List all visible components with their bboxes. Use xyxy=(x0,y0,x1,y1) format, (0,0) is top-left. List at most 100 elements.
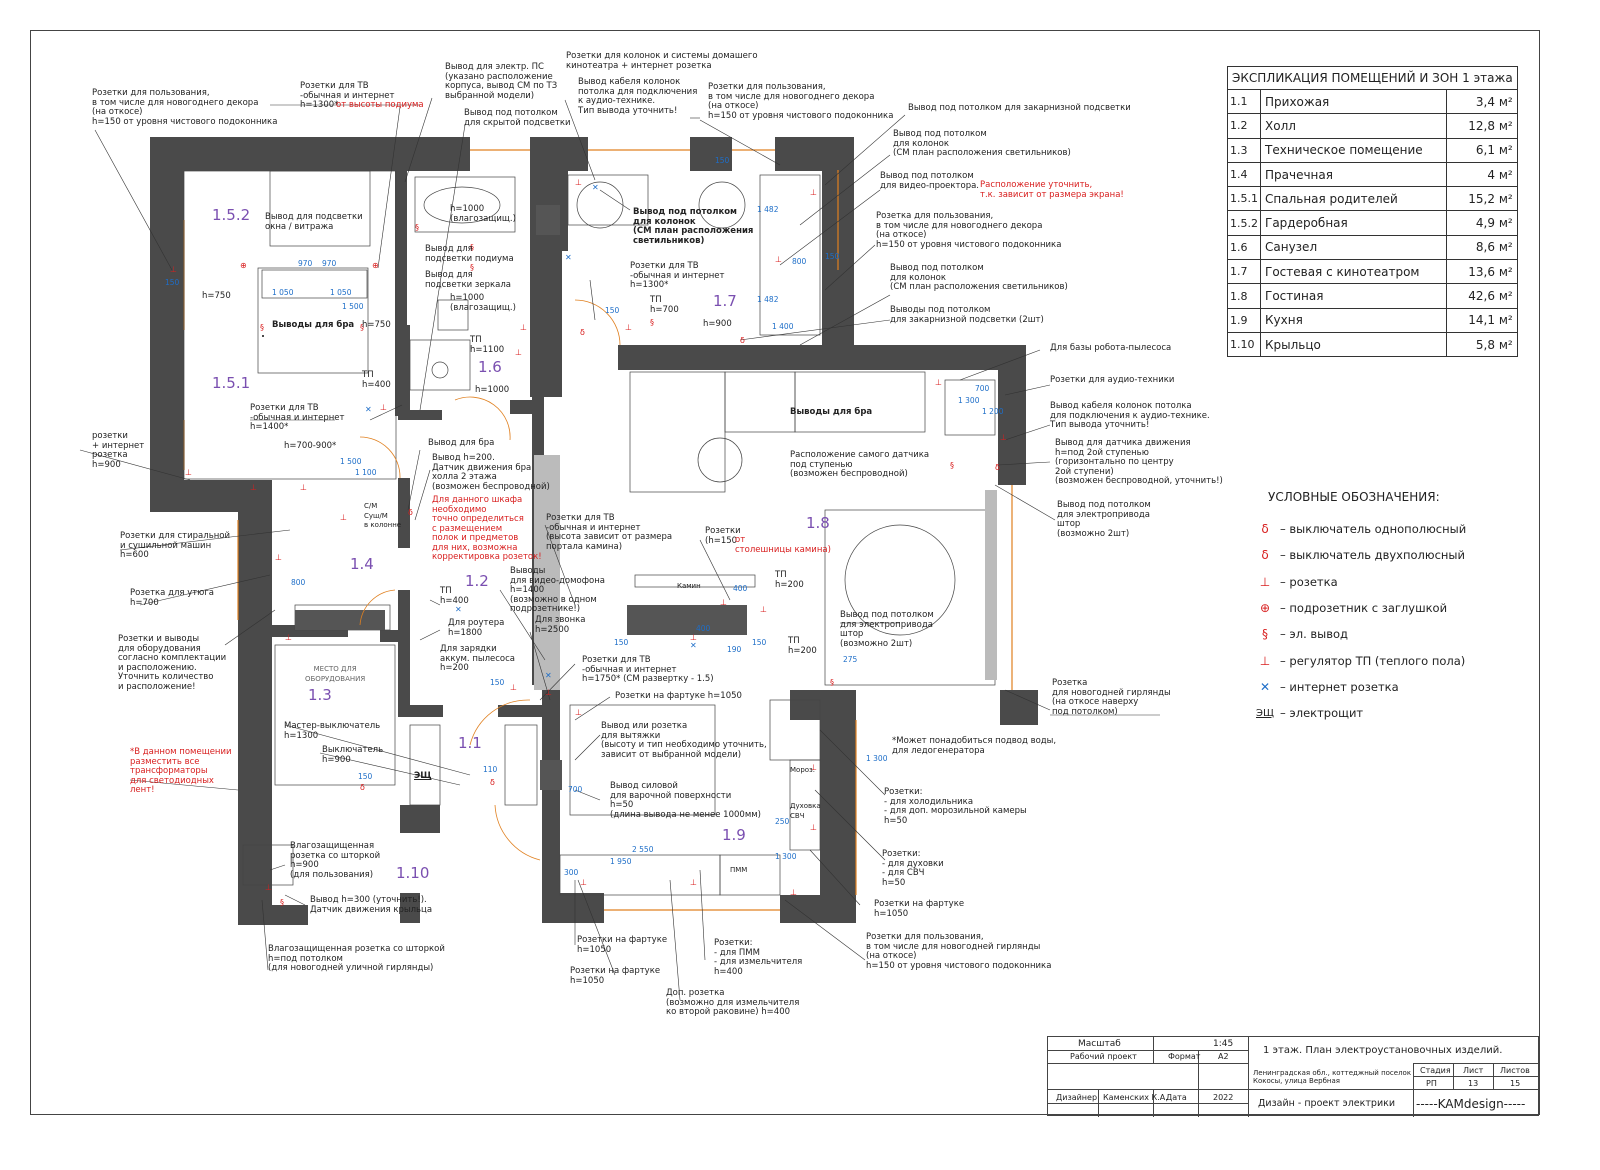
sconce-label: Выводы для бра xyxy=(272,320,355,330)
designer-name: Каменских К.А. xyxy=(1103,1093,1168,1102)
dimension: 2 550 xyxy=(632,845,654,854)
floor-heating-icon: ⊥ xyxy=(1259,653,1271,668)
explication-name: Санузел xyxy=(1260,234,1447,261)
annotation: Вывод для подсветки подиума xyxy=(425,244,514,264)
svg-text:§: § xyxy=(360,323,364,332)
explication-area: 15,2 м² xyxy=(1445,186,1518,212)
explication-num: 1.5.1 xyxy=(1227,186,1261,212)
explication-num: 1.9 xyxy=(1227,307,1261,333)
sheet-title: 1 этаж. План электроустановочных изделий… xyxy=(1263,1045,1503,1056)
year-value: 2022 xyxy=(1213,1093,1234,1102)
dimension: 1 300 xyxy=(866,754,888,763)
date-label: Дата xyxy=(1166,1093,1187,1102)
explication-name: Техническое помещение xyxy=(1260,137,1447,163)
explication-area: 5,8 м² xyxy=(1445,331,1518,358)
svg-text:δ: δ xyxy=(408,508,413,517)
svg-text:⊥: ⊥ xyxy=(515,348,522,357)
wardrobe-blocks xyxy=(295,205,747,790)
format-label: Формат xyxy=(1168,1052,1201,1061)
legend-label: – выключатель двухполюсный xyxy=(1280,548,1465,563)
dimension: 800 xyxy=(291,578,306,587)
svg-text:§: § xyxy=(280,898,284,907)
explication-name: Крыльцо xyxy=(1260,331,1447,358)
annotation: Розетка для новогодней гирлянды (на отко… xyxy=(1052,678,1171,717)
stage-label: Стадия xyxy=(1420,1066,1451,1075)
sconce-label: Выводы для бра xyxy=(790,407,873,417)
explication-area: 14,1 м² xyxy=(1445,307,1518,333)
annotation: h=700-900* xyxy=(284,441,337,451)
project-name: Дизайн - проект электрики xyxy=(1258,1098,1396,1109)
legend-item: ⊕– подрозетник с заглушкой xyxy=(1250,595,1466,621)
floor-heating-label: ТП h=700 xyxy=(650,295,679,315)
svg-text:⊥: ⊥ xyxy=(250,483,257,492)
svg-text:⊥: ⊥ xyxy=(380,403,387,412)
sheets-value: 15 xyxy=(1510,1079,1521,1088)
annotation: Расположение самого датчика под ступенью… xyxy=(790,450,930,479)
legend-label: – электрощит xyxy=(1280,706,1364,721)
svg-text:⊥: ⊥ xyxy=(760,605,767,614)
annotation: Вывод под потолком для скрытой подсветки xyxy=(464,108,571,128)
dimension: 150 xyxy=(614,638,629,647)
room-label: 1.5.1 xyxy=(212,374,251,392)
annotation: Вывод под потолком для закарнизной подсв… xyxy=(908,103,1131,113)
dimension: 250 xyxy=(775,817,790,826)
dimension: 150 xyxy=(825,252,840,261)
annotation: от столешницы камина) xyxy=(735,535,831,555)
annotation: Розетки на фартуке h=1050 xyxy=(615,691,742,701)
legend-label: – интернет розетка xyxy=(1280,679,1399,694)
explication-name: Холл xyxy=(1260,113,1447,139)
designer-label: Дизайнер xyxy=(1056,1093,1098,1102)
annotation: Розетки для ТВ -обычная и интернет h=140… xyxy=(250,403,345,432)
annotation: Розетки на фартуке h=1050 xyxy=(577,935,668,955)
fireplace-label: Камин xyxy=(677,582,701,590)
sheets-label: Листов xyxy=(1500,1066,1530,1075)
annotation: Вывод под потолком для колонок (СМ план … xyxy=(890,263,1068,292)
dimension: 1 200 xyxy=(982,407,1004,416)
explication-num: 1.7 xyxy=(1227,259,1261,285)
sheet-value: 13 xyxy=(1468,1079,1479,1088)
legend-item: ⊥– розетка xyxy=(1250,569,1466,595)
legend-label: – розетка xyxy=(1280,574,1338,589)
explication-area: 12,8 м² xyxy=(1445,113,1518,139)
internet-symbols: ✕✕✕ ✕✕✕ xyxy=(365,183,697,680)
svg-text:⊥: ⊥ xyxy=(690,633,697,642)
svg-text:⊥: ⊥ xyxy=(170,265,177,274)
dimension: 150 xyxy=(752,638,767,647)
room-label: 1.6 xyxy=(478,358,502,376)
dimension: 1 100 xyxy=(355,468,377,477)
annotation: Розетки на фартуке h=1050 xyxy=(570,966,661,986)
explication-area: 4,9 м² xyxy=(1445,210,1518,236)
annotation: Выводы для видео-домофона h=1400 (возмож… xyxy=(510,566,605,614)
equipment-place-label: МЕСТО ДЛЯ ОБОРУДОВАНИЯ xyxy=(305,665,366,683)
dimension: 150 xyxy=(165,278,180,287)
svg-text:⊥: ⊥ xyxy=(790,888,797,897)
svg-text:§: § xyxy=(470,263,474,272)
explication-num: 1.4 xyxy=(1227,161,1261,188)
legend-label: – подрозетник с заглушкой xyxy=(1280,601,1448,616)
dimension: 1 300 xyxy=(958,396,980,405)
legend-item: δ– выключатель однополюсный xyxy=(1250,516,1466,542)
annotation: ТП h=200 xyxy=(788,636,817,656)
annotation: розетки + интернет розетка h=900 xyxy=(92,431,145,470)
annotation: Вывод под потолком для колонок (СМ план … xyxy=(893,129,1071,158)
annotation: Вывод или розетка для вытяжки (высоту и … xyxy=(601,721,767,760)
svg-text:⊥: ⊥ xyxy=(810,188,817,197)
oven-label: Духовка СВЧ xyxy=(790,802,821,820)
annotation: Розетки для пользования, в том числе для… xyxy=(866,932,1052,971)
annotation: Розетки для колонок и системы домашего к… xyxy=(566,51,758,71)
dimension: 300 xyxy=(564,868,579,877)
dimension: 970 xyxy=(322,259,337,268)
svg-text:⊥: ⊥ xyxy=(575,708,582,717)
explication-title: ЭКСПЛИКАЦИЯ ПОМЕЩЕНИЙ И ЗОН 1 этажа xyxy=(1227,66,1518,90)
explication-num: 1.5.2 xyxy=(1227,210,1261,236)
dimension: 1 482 xyxy=(757,205,779,214)
svg-text:⊥: ⊥ xyxy=(285,633,292,642)
stage-value: РП xyxy=(1426,1079,1437,1088)
panel-icon: ЭЩ xyxy=(414,771,432,781)
legend-label: – эл. вывод xyxy=(1280,627,1349,642)
